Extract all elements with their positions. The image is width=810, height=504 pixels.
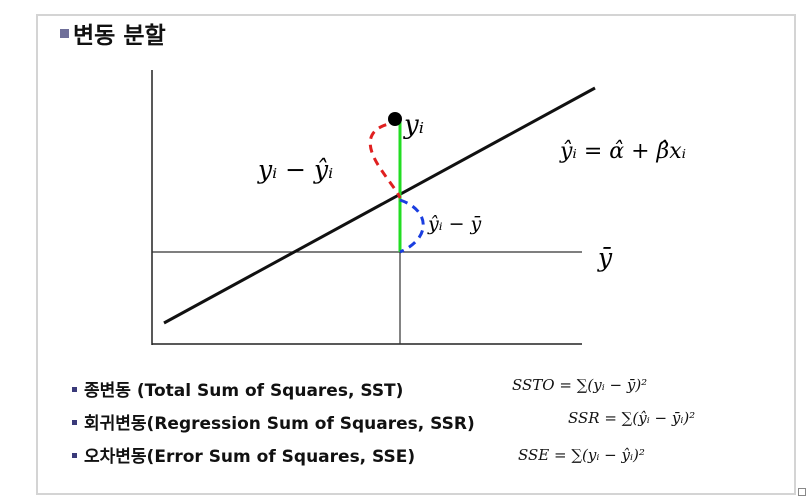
slide-title: 변동 분할 bbox=[60, 16, 166, 50]
title-bullet-square bbox=[60, 29, 69, 38]
bullet-dot bbox=[72, 419, 77, 425]
bullet-ssr: 회귀변동(Regression Sum of Squares, SSR) SSR… bbox=[72, 409, 695, 442]
slide-frame bbox=[36, 14, 796, 495]
explained-curve bbox=[399, 198, 425, 254]
formula-sse: SSE = ∑(yᵢ − ŷᵢ)² bbox=[518, 446, 645, 464]
bullet-sst: 종변동 (Total Sum of Squares, SST) SSTO = ∑… bbox=[72, 376, 647, 409]
bullet-dot bbox=[72, 386, 77, 392]
corner-mark bbox=[798, 488, 806, 496]
bullet-sse: 오차변동(Error Sum of Squares, SSE) SSE = ∑(… bbox=[72, 442, 645, 475]
formula-ssto: SSTO = ∑(yᵢ − ȳ)² bbox=[512, 376, 648, 394]
title-text: 변동 분할 bbox=[73, 23, 166, 49]
regression-equation: ŷᵢ = α̂ + β̂xᵢ bbox=[559, 139, 686, 164]
bullet-list: 종변동 (Total Sum of Squares, SST) SSTO = ∑… bbox=[72, 376, 695, 475]
label-residual: yᵢ − ŷᵢ bbox=[257, 155, 333, 184]
bullet-dot bbox=[72, 452, 77, 458]
label-ybar: ȳ bbox=[597, 243, 613, 272]
formula-ssr: SSR = ∑(ŷᵢ − ȳᵢ)² bbox=[568, 409, 696, 427]
data-point bbox=[388, 112, 402, 126]
bullet-sse-label: 오차변동(Error Sum of Squares, SSE) bbox=[84, 447, 416, 467]
residual-curve bbox=[368, 120, 402, 199]
bullet-ssr-label: 회귀변동(Regression Sum of Squares, SSR) bbox=[84, 414, 475, 434]
regression-line bbox=[163, 86, 596, 325]
label-yi: yᵢ bbox=[403, 110, 424, 140]
label-explained: ŷᵢ − ȳ bbox=[427, 213, 482, 235]
bullet-sst-label: 종변동 (Total Sum of Squares, SST) bbox=[84, 381, 404, 401]
